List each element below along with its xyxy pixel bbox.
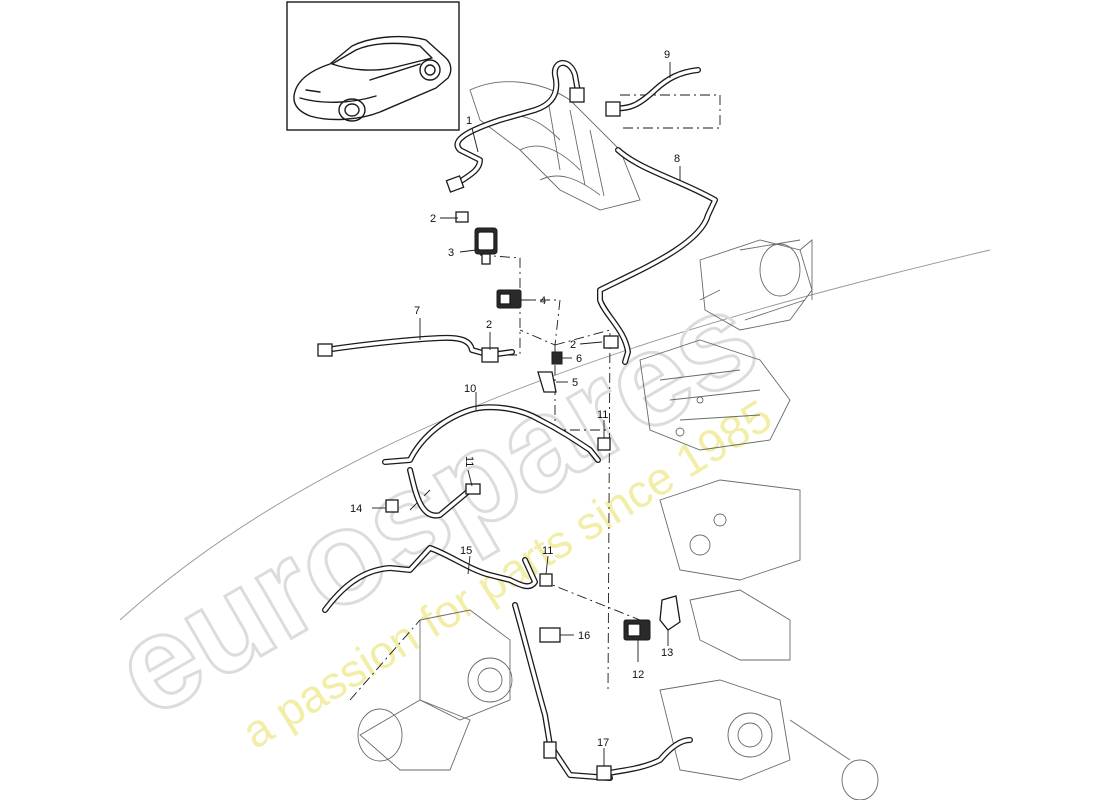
valve-4 [496, 289, 522, 309]
callout-11-right: 11 [597, 409, 608, 421]
callout-13: 13 [661, 647, 673, 659]
watermark: eurospares a passion for parts since 198… [89, 249, 991, 758]
hose-17 [596, 737, 693, 781]
valve-12-and-bracket-13 [623, 595, 681, 641]
vehicle-inset [286, 1, 460, 131]
callout-3: 3 [448, 247, 454, 259]
solenoid-valve-3 [455, 211, 498, 265]
callout-10: 10 [464, 383, 476, 395]
hose-9 [605, 67, 701, 117]
callout-9: 9 [664, 49, 670, 61]
callout-8: 8 [674, 153, 680, 165]
callout-6: 6 [576, 353, 582, 365]
hose-7 [317, 334, 515, 363]
callout-4: 4 [540, 295, 546, 307]
hose-10 [382, 404, 611, 519]
hose-1 [445, 60, 585, 193]
callout-2-right: 2 [570, 339, 576, 351]
hose-8 [597, 147, 718, 365]
car-icon [293, 35, 452, 122]
callout-17: 17 [597, 737, 609, 749]
callouts: 1 2 2 2 3 4 5 6 7 8 9 10 11 [350, 49, 681, 766]
hose-15 [322, 545, 613, 781]
bracket-5-and-bolt-6 [537, 335, 619, 393]
callout-2-top: 2 [430, 213, 436, 225]
callout-15: 15 [460, 545, 472, 557]
callout-2-middle: 2 [486, 319, 492, 331]
callout-11-lower: 11 [542, 545, 553, 557]
callout-5: 5 [572, 377, 578, 389]
watermark-brand: eurospares [91, 261, 781, 744]
callout-11-middle: 11 [463, 456, 475, 467]
callout-14: 14 [350, 503, 362, 515]
callout-7: 7 [414, 305, 420, 317]
callout-16: 16 [578, 630, 590, 642]
callout-12: 12 [632, 669, 644, 681]
callout-1: 1 [466, 115, 472, 127]
